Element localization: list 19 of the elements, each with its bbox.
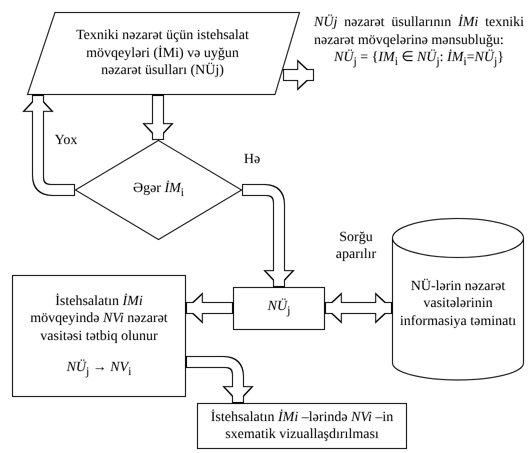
process-box [12, 275, 186, 397]
block-arrow [22, 95, 75, 196]
block-arrow [142, 95, 174, 140]
block-arrow [186, 292, 233, 324]
block-arrow [325, 292, 392, 324]
node-text: İstehsalatın İMi –lərində NVi –in sxematik vizuallaşdırılması [210, 408, 394, 444]
node-text: Əgər İM$_{i}$ [132, 180, 184, 200]
node-text: NÜ-lərin nəzarət vasitələrinin informasiya təminatı [398, 278, 518, 330]
process-box [197, 403, 407, 449]
node-text: Texniki nəzarət üçün istehsalat mövqeyləri (İMi) və uyğun nəzarət üsulları (NÜj) [75, 27, 250, 80]
node-text: NÜj nəzarət üsullarının İMi texniki nəzarət mövqelərinə mənsubluğu: [314, 14, 524, 49]
block-arrow [283, 59, 314, 91]
process-box [233, 287, 325, 330]
formula-text: NÜ$_{j}$ = {IM$_{i}$ ∈ NÜ$_{j}$: İM$_{i}$=NÜ$_{j}$} [334, 49, 504, 70]
formula-text: NÜ$_{j}$ → NV$_{i}$ [66, 359, 132, 380]
node-text: NÜ$_{j}$ [268, 298, 290, 319]
block-arrow [242, 184, 295, 287]
block-arrow [186, 356, 254, 403]
node-text: İstehsalatın İMi mövqeyində NVi nəzarət vasitəsi tətbiq olunur [29, 292, 169, 346]
